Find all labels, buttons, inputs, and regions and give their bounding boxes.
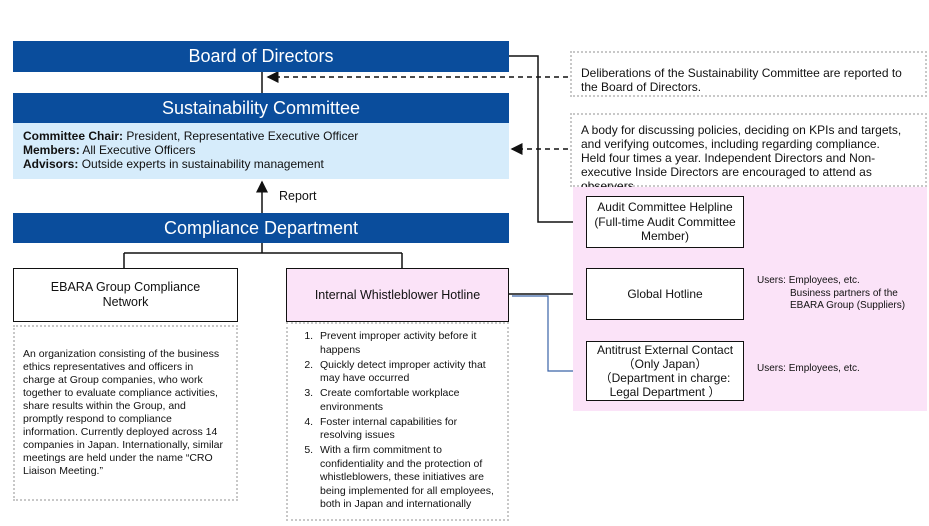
board-of-directors-bar: Board of Directors xyxy=(13,41,509,72)
global-users-label: Users: xyxy=(757,275,786,286)
hotline-goals-list: Prevent improper activity before it happ… xyxy=(288,330,499,512)
hotline-goal-item: Prevent improper activity before it happ… xyxy=(316,330,499,357)
hotline-goal-item: Foster internal capabilities for resolvi… xyxy=(316,416,499,443)
antitrust-line3: （Department in charge: xyxy=(599,371,731,385)
global-users-2: Business partners of the EBARA Group (Su… xyxy=(790,287,906,312)
antitrust-line2: （Only Japan） xyxy=(622,357,708,371)
sustainability-committee-bar: Sustainability Committee xyxy=(13,93,509,123)
report-label: Report xyxy=(279,189,317,203)
network-description: An organization consisting of the busine… xyxy=(23,348,223,477)
hotline-title: Internal Whistleblower Hotline xyxy=(314,287,481,302)
compliance-department-bar: Compliance Department xyxy=(13,213,509,243)
global-title: Global Hotline xyxy=(627,286,703,301)
committee-advisors: Advisors: Outside experts in sustainabil… xyxy=(23,157,324,171)
hotline-goal-item: With a firm commitment to confidentialit… xyxy=(316,444,499,512)
hotline-goal-item: Create comfortable workplace environment… xyxy=(316,387,499,414)
board-note-box: Deliberations of the Sustainability Comm… xyxy=(570,51,927,97)
audit-line2: (Full-time Audit Committee Member) xyxy=(594,214,736,244)
audit-line1: Audit Committee Helpline xyxy=(597,200,733,215)
committee-note-box: A body for discussing policies, deciding… xyxy=(570,113,927,193)
committee-members: Members: All Executive Officers xyxy=(23,143,196,157)
compliance-title: Compliance Department xyxy=(163,217,359,238)
antitrust-contact-box: Antitrust External Contact （Only Japan） … xyxy=(586,341,744,401)
hotline-antitrust-line xyxy=(512,295,586,372)
network-title: EBARA Group Compliance Network xyxy=(50,280,201,309)
antitrust-users-label: Users: xyxy=(757,363,786,374)
network-description-box: An organization consisting of the busine… xyxy=(13,325,238,501)
committee-title: Sustainability Committee xyxy=(161,97,361,118)
global-hotline-box: Global Hotline xyxy=(586,268,744,320)
whistleblower-hotline-box: Internal Whistleblower Hotline xyxy=(286,268,509,322)
compliance-network-box: EBARA Group Compliance Network xyxy=(13,268,238,322)
committee-note-2: Held four times a year. Independent Dire… xyxy=(581,151,876,193)
antitrust-line4: Legal Department ） xyxy=(609,385,721,399)
board-note: Deliberations of the Sustainability Comm… xyxy=(581,66,902,94)
hotline-goals-box: Prevent improper activity before it happ… xyxy=(286,322,509,521)
antitrust-users-value: Employees, etc. xyxy=(788,363,860,374)
board-title: Board of Directors xyxy=(188,46,334,66)
hotline-goal-item: Quickly detect improper activity that ma… xyxy=(316,359,499,386)
antitrust-line1: Antitrust External Contact xyxy=(596,343,734,357)
board-audit-line xyxy=(509,55,586,223)
audit-helpline-box: Audit Committee Helpline (Full-time Audi… xyxy=(586,196,744,248)
committee-chair: Committee Chair: President, Representati… xyxy=(23,129,359,143)
antitrust-users: Users: Employees, etc. xyxy=(757,363,922,376)
global-users: Users: Employees, etc. Business partners… xyxy=(757,275,922,313)
committee-details: Committee Chair: President, Representati… xyxy=(13,123,509,179)
committee-note-1: A body for discussing policies, deciding… xyxy=(581,123,902,151)
global-users-1: Employees, etc. xyxy=(788,275,860,286)
